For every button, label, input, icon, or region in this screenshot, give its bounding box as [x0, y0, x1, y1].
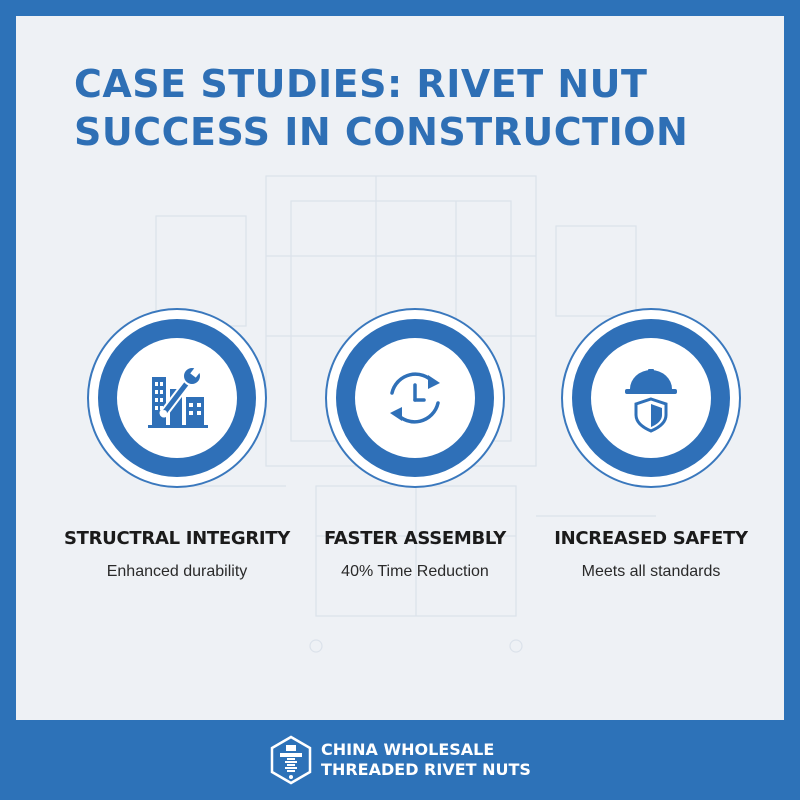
feature-badge — [87, 308, 267, 488]
rivet-nut-hexagon-icon — [270, 735, 312, 785]
clock-cycle-icon — [390, 372, 440, 424]
feature-subtitle: Meets all standards — [581, 563, 721, 580]
feature-subtitle: Enhanced durability — [106, 563, 248, 580]
feature-title: INCREASED SAFETY — [554, 528, 748, 549]
footer-brand: CHINA WHOLESALE THREADED RIVET NUTS — [0, 720, 800, 800]
feature-title: STRUCTRAL INTEGRITY — [63, 528, 290, 549]
title-line-1: CASE STUDIES: RIVET NUT — [74, 62, 648, 106]
feature-faster-assembly: FASTER ASSEMBLY 40% Time Reduction — [290, 308, 540, 581]
brand-name: CHINA WHOLESALE THREADED RIVET NUTS — [321, 740, 531, 780]
page-title: CASE STUDIES: RIVET NUT SUCCESS IN CONST… — [74, 60, 754, 156]
brand-line-1: CHINA WHOLESALE — [321, 740, 495, 759]
feature-subtitle: 40% Time Reduction — [341, 563, 489, 580]
brand-line-2: THREADED RIVET NUTS — [321, 760, 531, 779]
feature-title: FASTER ASSEMBLY — [323, 528, 506, 549]
feature-badge — [561, 308, 741, 488]
hardhat-shield-icon — [625, 369, 677, 433]
title-line-2: SUCCESS IN CONSTRUCTION — [74, 110, 689, 154]
feature-increased-safety: INCREASED SAFETY Meets all standards — [526, 308, 776, 581]
building-wrench-icon — [148, 365, 208, 428]
content-panel: CASE STUDIES: RIVET NUT SUCCESS IN CONST… — [16, 16, 784, 720]
feature-structural-integrity: STRUCTRAL INTEGRITY Enhanced durability — [52, 308, 302, 581]
feature-badge — [325, 308, 505, 488]
